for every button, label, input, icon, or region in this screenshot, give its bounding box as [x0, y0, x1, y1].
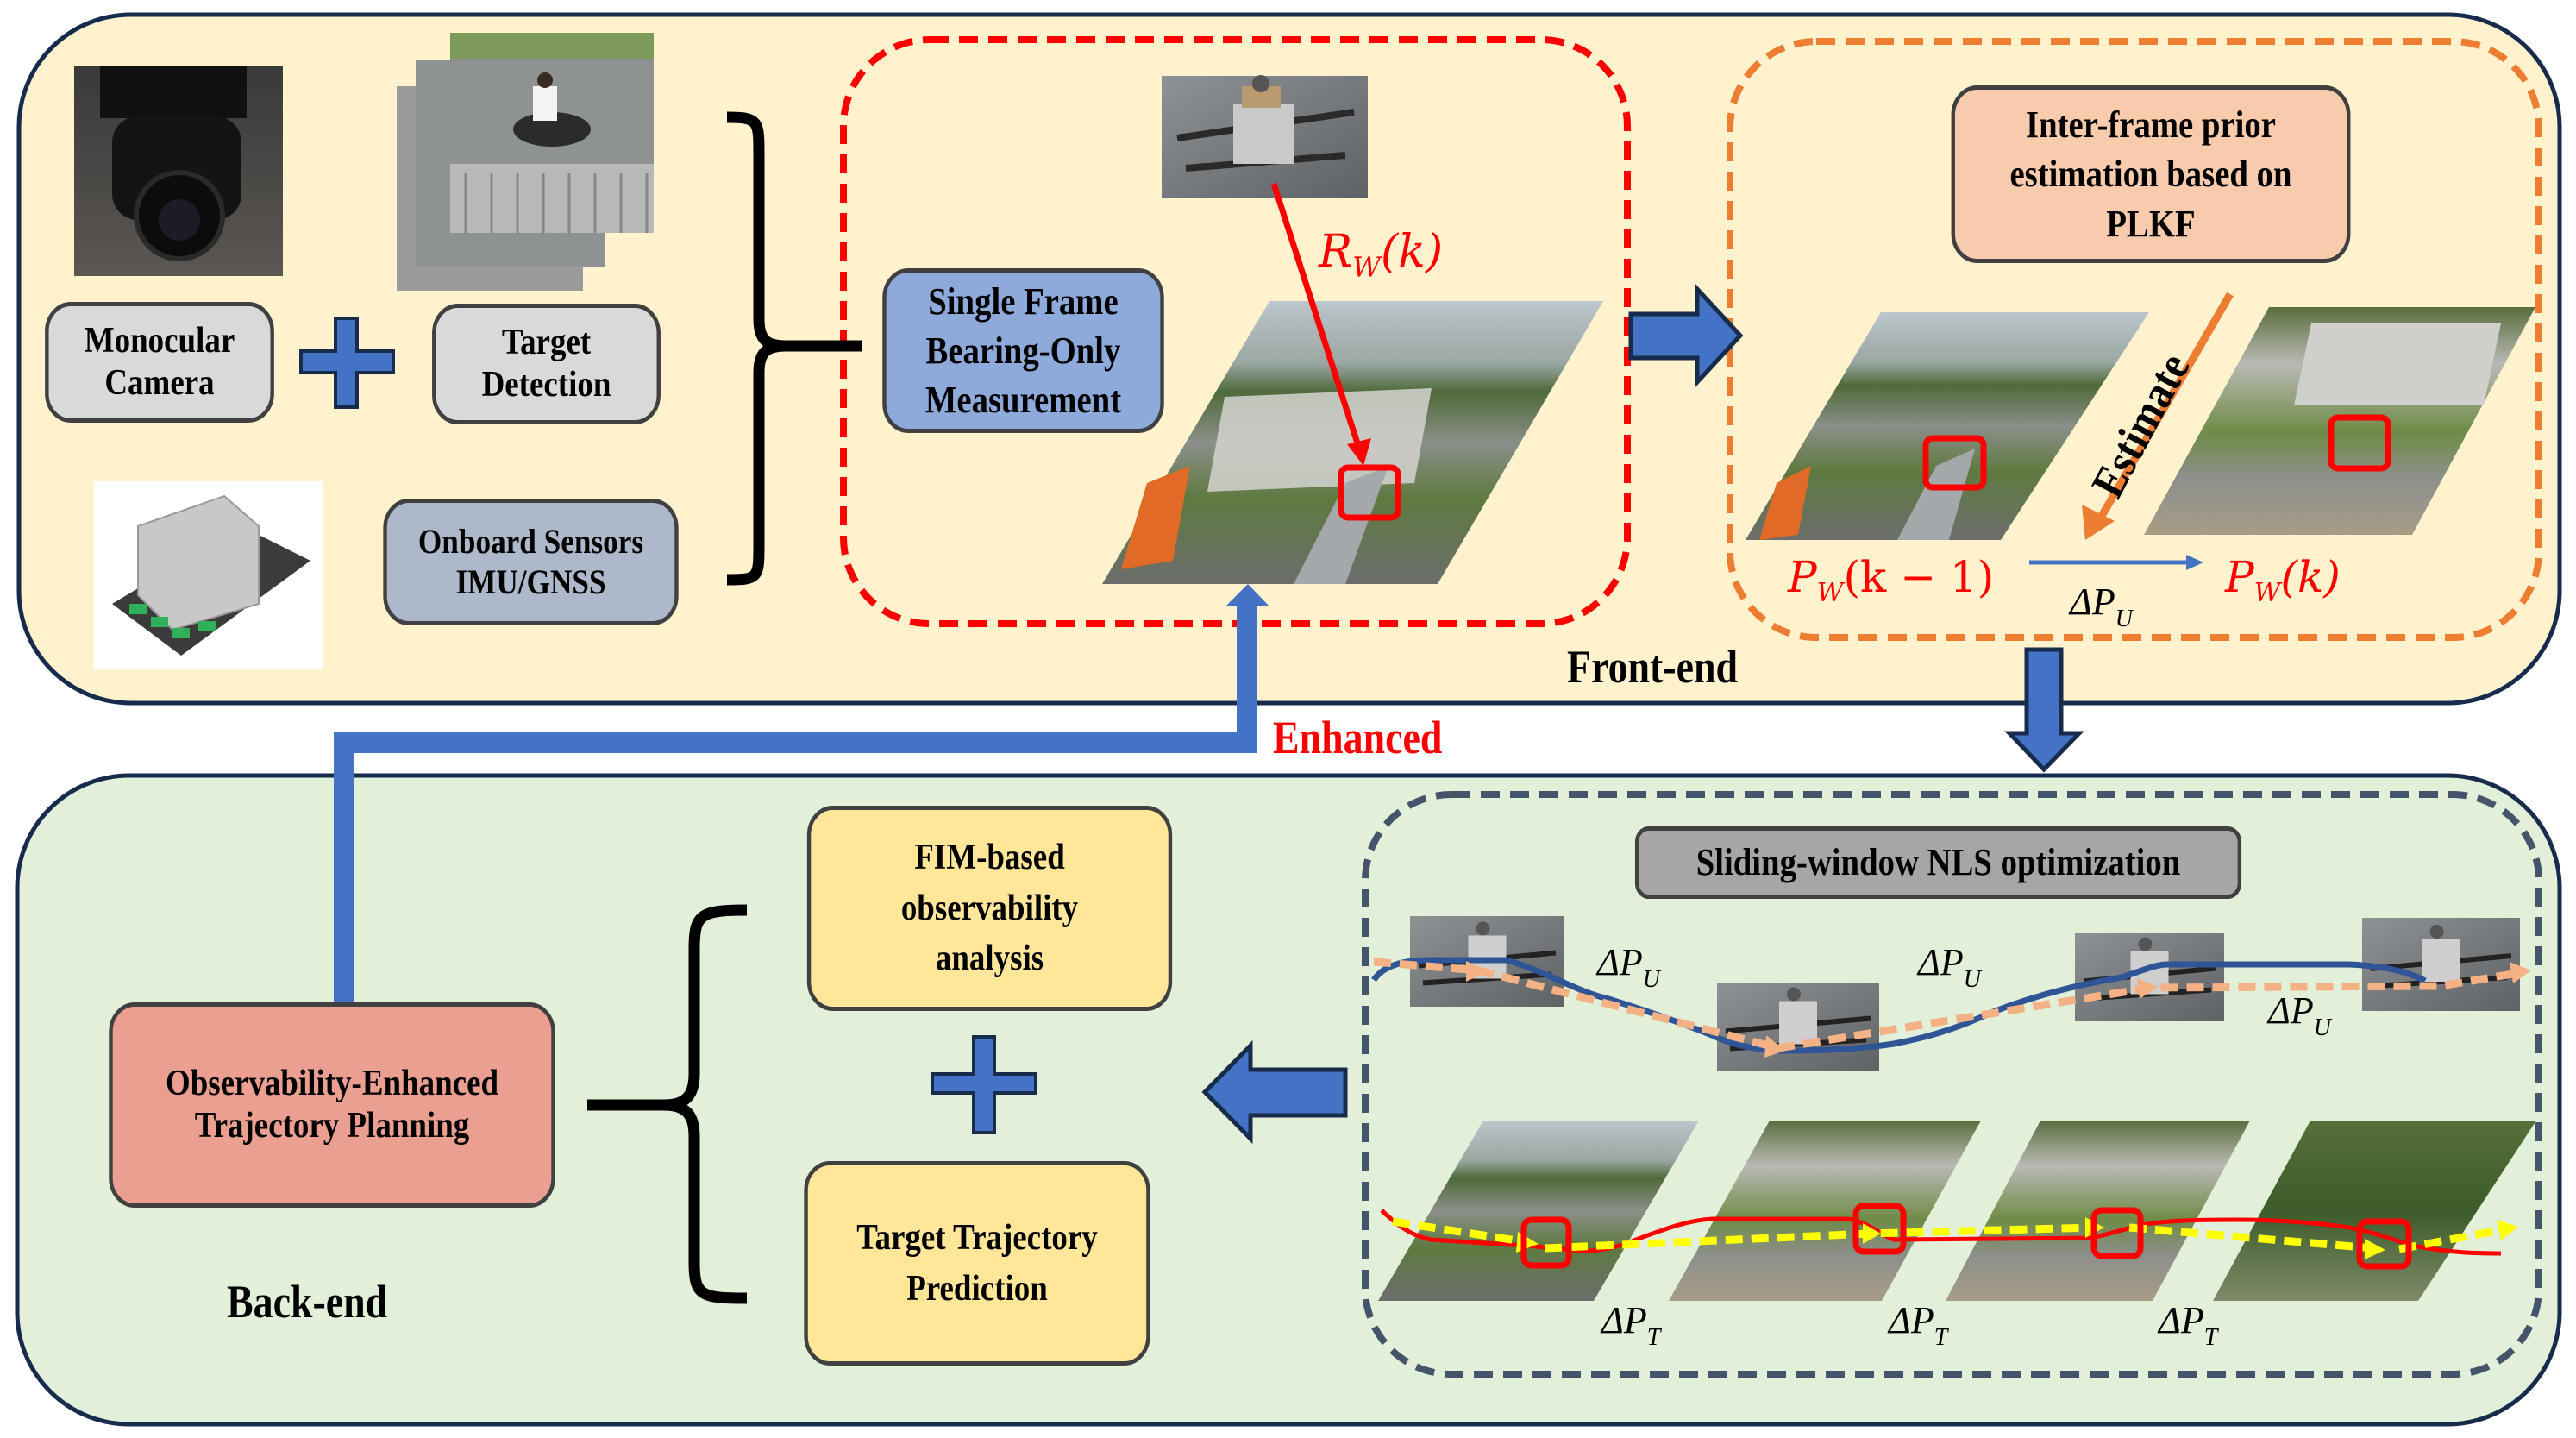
uav-prior-arrowheads	[1466, 961, 2531, 1058]
uav-frame-image	[1717, 983, 1879, 1071]
feedback-arrowhead	[1225, 584, 1269, 606]
target-boxes	[1520, 1203, 2412, 1270]
delta-subscript: U	[1963, 966, 1981, 993]
uav-delta-label: ΔPU	[1918, 940, 1981, 994]
target-frame-image	[1378, 1121, 1699, 1301]
delta-symbol: ΔP	[2070, 581, 2115, 623]
delta-subscript: T	[1934, 1324, 1948, 1351]
fim-box: FIM-based observability analysis	[806, 806, 1173, 1011]
scene-building	[2294, 323, 2501, 405]
bearing-argument: (k)	[1381, 226, 1444, 278]
target-estimated-trajectory	[1380, 1209, 2502, 1256]
delta-symbol: ΔP	[1597, 941, 1643, 983]
delta-symbol: ΔP	[1601, 1299, 1647, 1341]
estimate-arrowhead	[2082, 505, 2115, 540]
frontend-label: Front-end	[1567, 641, 1739, 693]
prior-prev-frame-image	[1746, 312, 2149, 540]
delta-symbol: ΔP	[2268, 989, 2314, 1032]
scene-road	[1294, 466, 1388, 584]
target-box	[1922, 435, 1987, 491]
target-box	[1338, 464, 1401, 521]
input-bracket	[726, 111, 862, 586]
bearing-line	[1270, 182, 1363, 450]
bearing-label: RW(k)	[1319, 226, 1443, 283]
prediction-box: Target Trajectory Prediction	[804, 1161, 1150, 1366]
prev-position-subscript: W	[1816, 578, 1844, 608]
delta-subscript: T	[2203, 1324, 2218, 1351]
target-box	[2328, 414, 2391, 472]
curr-position-subscript: W	[2253, 578, 2281, 608]
target-delta-label: ΔPT	[1889, 1298, 1947, 1352]
enhanced-label: Enhanced	[1273, 712, 1443, 763]
detection-box: Target Detection	[432, 304, 661, 424]
plus-icon	[931, 1035, 1037, 1134]
camera-image	[74, 66, 283, 276]
prev-position-label: PW(k − 1)	[1788, 552, 1994, 608]
prev-position-argument: (k − 1)	[1843, 552, 1995, 602]
feedback-connector	[334, 604, 1257, 1002]
delta-symbol: ΔP	[1889, 1299, 1934, 1341]
curr-position-argument: (k)	[2280, 552, 2341, 602]
planning-box: Observability-Enhanced Trajectory Planni…	[109, 1002, 555, 1208]
delta-symbol: ΔP	[2159, 1299, 2204, 1341]
uav-prior-trajectory	[1373, 958, 2519, 1052]
plus-icon	[299, 317, 395, 409]
sliding-window-title: Sliding-window NLS optimization	[1634, 826, 2242, 899]
curr-position-label: PW(k)	[2225, 552, 2341, 608]
prev-position-symbol: P	[1788, 552, 1817, 602]
left-arrow-icon	[1201, 1039, 1348, 1145]
uav-frame-image	[2362, 918, 2520, 1011]
prior-delta-label: ΔPU	[2070, 580, 2133, 633]
scene-orange-facade	[1759, 466, 1811, 540]
backend-label: Back-end	[227, 1276, 388, 1328]
delta-subscript: U	[1642, 966, 1660, 993]
delta-subscript: T	[1646, 1324, 1661, 1351]
target-delta-label: ΔPT	[2159, 1298, 2217, 1352]
bearing-subscript: W	[1352, 250, 1382, 284]
sliding-window-region	[1362, 791, 2542, 1378]
down-arrow-icon	[2004, 647, 2084, 773]
flight-controller-image	[94, 481, 323, 669]
uav-delta-label: ΔPU	[1597, 940, 1660, 994]
detection-image	[397, 33, 654, 291]
measurement-region	[840, 36, 1631, 627]
target-delta-label: ΔPT	[1601, 1298, 1660, 1352]
drone-image	[1162, 75, 1368, 198]
bearing-symbol: R	[1319, 226, 1353, 278]
delta-subscript: U	[2313, 1014, 2331, 1041]
right-arrow-icon	[1628, 283, 1744, 388]
delta-symbol: ΔP	[1918, 941, 1964, 983]
curr-position-symbol: P	[2225, 552, 2254, 602]
scene-road	[1897, 449, 1975, 540]
prior-estimation-box: Inter-frame prior estimation based on PL…	[1951, 85, 2351, 263]
sensors-box: Onboard Sensors IMU/GNSS	[383, 499, 679, 625]
delta-subscript: U	[2115, 606, 2133, 632]
uav-frame-image	[2075, 933, 2224, 1021]
uav-estimated-trajectory	[1371, 957, 2427, 1054]
camera-box: Monocular Camera	[45, 302, 274, 423]
uav-delta-label: ΔPU	[2268, 989, 2331, 1042]
measurement-box: Single Frame Bearing-Only Measurement	[882, 268, 1164, 433]
planning-bracket	[587, 904, 748, 1304]
target-frame-image	[2213, 1121, 2536, 1301]
target-frame-image	[1669, 1121, 1981, 1301]
motion-arrowhead	[2186, 555, 2203, 570]
scene-orange-facade	[1121, 466, 1190, 569]
prior-region	[1727, 38, 2542, 641]
bearing-arrowhead	[1347, 438, 1371, 466]
estimate-arrow	[2097, 292, 2234, 520]
